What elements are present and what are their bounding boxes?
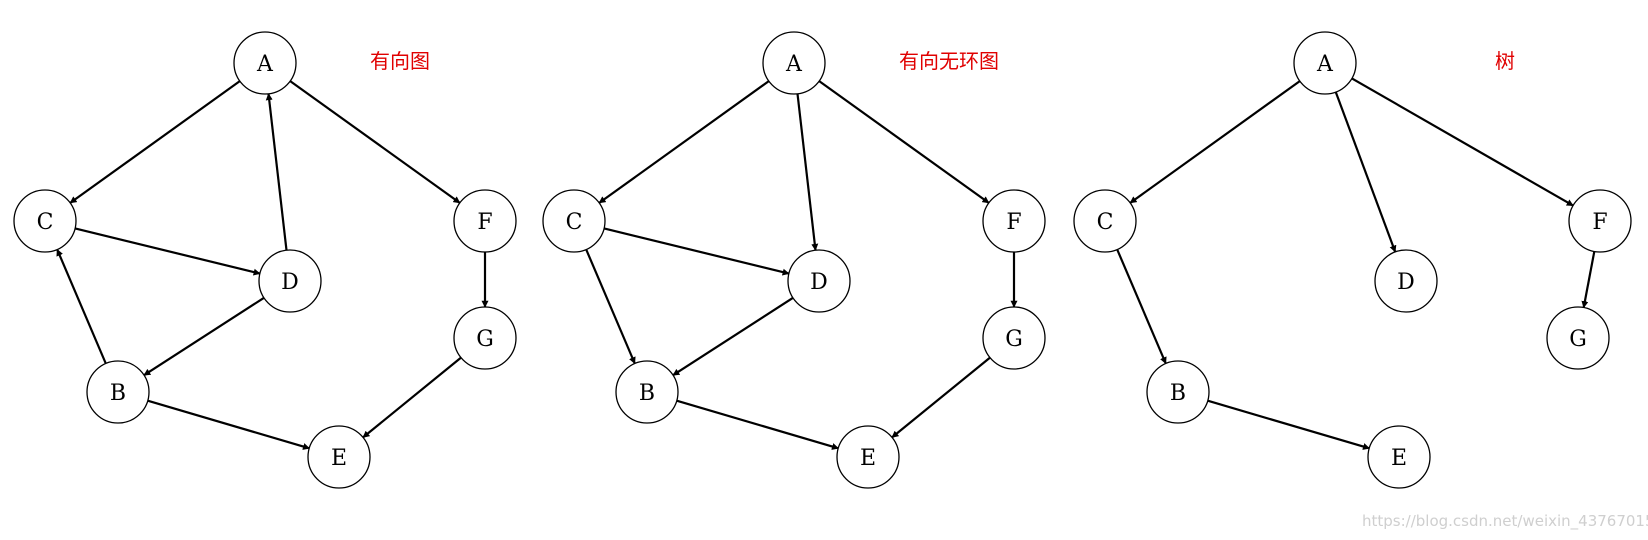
node-label: F [1006,210,1021,235]
graph-panel-1: 有向图 A C D F G B E [13,31,517,489]
node-circle [836,425,900,489]
node-a: A [762,31,826,95]
graph-panel-3: 树 A C D F G B E [1073,31,1632,489]
node-label: B [639,381,655,406]
node-circle [1146,360,1210,424]
graph-panel-2: 有向无环图 A C D F G B E [542,31,1046,489]
edge-b-to-c [56,248,107,364]
node-label: F [1592,210,1607,235]
node-d: D [258,249,322,313]
edge-d-to-b [672,296,794,377]
graph-caption: 有向图 [370,49,430,73]
node-g: G [453,306,517,370]
edge-b-to-e [147,399,310,450]
node-a: A [233,31,297,95]
edge-b-to-e [1207,399,1370,450]
edge-c-to-b [585,249,636,365]
edge-a-to-d [1334,91,1397,253]
node-f: F [1568,189,1632,253]
node-label: A [1316,52,1334,77]
node-g: G [982,306,1046,370]
edge-a-to-f [1351,77,1574,207]
node-label: E [331,446,347,471]
edge-c-to-d [74,227,261,276]
node-circle [86,360,150,424]
edge-a-to-c [598,80,770,204]
node-circle [615,360,679,424]
node-label: D [810,270,828,295]
node-circle [13,189,77,253]
edge-a-to-c [1129,80,1301,204]
node-circle [787,249,851,313]
node-e: E [307,425,371,489]
node-b: B [615,360,679,424]
node-circle [982,306,1046,370]
node-c: C [13,189,77,253]
node-a: A [1293,31,1357,95]
node-circle [1293,31,1357,95]
node-circle [258,249,322,313]
node-c: C [542,189,606,253]
node-label: B [1170,381,1186,406]
node-circle [542,189,606,253]
node-f: F [453,189,517,253]
node-e: E [836,425,900,489]
node-circle [982,189,1046,253]
edge-d-to-b [143,296,265,377]
edge-a-to-f [818,80,990,204]
node-label: C [1097,210,1114,235]
node-label: A [256,52,274,77]
node-circle [1568,189,1632,253]
node-label: G [1005,327,1023,352]
edge-d-to-a [265,93,288,251]
edge-a-to-c [69,80,241,204]
node-e: E [1367,425,1431,489]
node-circle [233,31,297,95]
watermark: https://blog.csdn.net/weixin_43767015 [1362,512,1648,531]
edge-c-to-d [603,227,790,276]
node-d: D [787,249,851,313]
node-b: B [86,360,150,424]
node-label: D [1397,270,1415,295]
node-c: C [1073,189,1137,253]
node-label: E [1391,446,1407,471]
node-label: C [37,210,54,235]
node-label: G [1569,327,1587,352]
edge-c-to-b [1116,249,1167,365]
node-label: C [566,210,583,235]
node-label: F [477,210,492,235]
node-circle [1073,189,1137,253]
node-circle [1546,306,1610,370]
node-circle [453,306,517,370]
node-circle [307,425,371,489]
edge-a-to-f [289,80,461,204]
edge-b-to-e [676,399,839,450]
edge-f-to-g [1581,251,1596,309]
node-circle [1374,249,1438,313]
node-label: G [476,327,494,352]
node-label: B [110,381,126,406]
node-label: E [860,446,876,471]
edge-g-to-e [362,356,462,439]
node-circle [762,31,826,95]
node-label: A [785,52,803,77]
edge-g-to-e [891,356,991,439]
node-circle [1367,425,1431,489]
graph-caption: 树 [1495,49,1515,73]
node-g: G [1546,306,1610,370]
node-f: F [982,189,1046,253]
node-b: B [1146,360,1210,424]
graph-caption: 有向无环图 [899,49,999,73]
edge-a-to-d [796,93,819,251]
node-circle [453,189,517,253]
node-d: D [1374,249,1438,313]
node-label: D [281,270,299,295]
